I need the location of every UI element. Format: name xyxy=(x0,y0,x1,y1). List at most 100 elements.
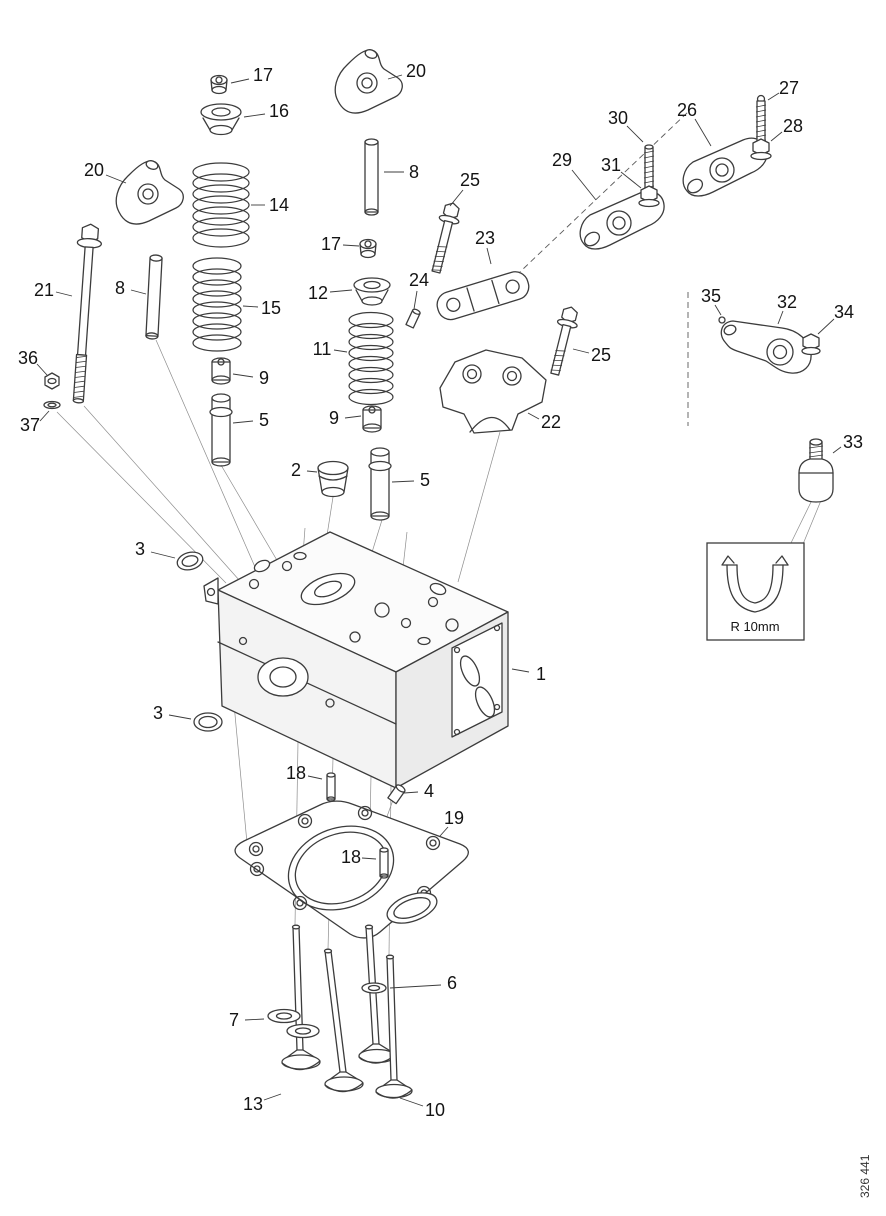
callout-label-18: 18 xyxy=(286,763,306,783)
callout-label-36: 36 xyxy=(18,348,38,368)
valve-stem-seal xyxy=(361,982,387,994)
callout-label-22: 22 xyxy=(541,412,561,432)
detail-radius-label: R 10mm xyxy=(730,619,779,634)
callout-label-9: 9 xyxy=(259,368,269,388)
callout-label-8: 8 xyxy=(409,162,419,182)
spring-seat-sleeve-left xyxy=(211,357,231,385)
leader-line-4 xyxy=(403,791,419,794)
callout-label-9: 9 xyxy=(329,408,339,428)
spring-retainer-top xyxy=(200,103,242,136)
leader-line-21 xyxy=(55,291,73,297)
leader-line-24 xyxy=(413,290,418,310)
leader-line-11 xyxy=(333,349,348,353)
callout-label-11: 11 xyxy=(313,339,332,359)
spacer-rod-left xyxy=(145,254,163,340)
leader-line-3 xyxy=(150,551,176,559)
callout-label-23: 23 xyxy=(475,228,495,248)
callout-label-3: 3 xyxy=(153,703,163,723)
leader-line-17 xyxy=(342,244,360,247)
leader-line-18 xyxy=(307,775,323,780)
cup-plug-upper xyxy=(176,551,204,571)
callout-label-17: 17 xyxy=(253,65,273,85)
callout-label-17: 17 xyxy=(321,234,341,254)
valve-4 xyxy=(375,954,413,1099)
leader-line-25 xyxy=(572,348,590,354)
leader-line-23 xyxy=(486,247,492,265)
leader-line-13 xyxy=(263,1093,282,1101)
pivot-pin xyxy=(718,316,726,324)
spacer-rod-top xyxy=(364,138,379,216)
callout-label-1: 1 xyxy=(536,664,546,684)
leader-line-20 xyxy=(387,74,403,80)
lock-nut-2 xyxy=(750,138,772,161)
valve-collet-top xyxy=(210,74,228,95)
valve-1 xyxy=(281,924,321,1071)
callout-label-34: 34 xyxy=(834,302,854,322)
leader-line-1 xyxy=(511,668,530,673)
dowel-pin-cap xyxy=(405,308,421,329)
valve-collet-mid xyxy=(359,238,377,259)
valve-guide-left xyxy=(209,393,233,467)
callout-label-18: 18 xyxy=(341,847,361,867)
leader-line-18 xyxy=(361,857,377,860)
callout-label-7: 7 xyxy=(229,1010,239,1030)
callout-label-2: 2 xyxy=(291,460,301,480)
leader-line-22 xyxy=(527,412,540,420)
cup-plug-lower xyxy=(193,712,223,732)
callout-label-35: 35 xyxy=(701,286,721,306)
callout-label-20: 20 xyxy=(406,61,426,81)
callout-label-5: 5 xyxy=(420,470,430,490)
flange-bolt-upper xyxy=(431,202,460,274)
leader-line-5 xyxy=(391,480,415,483)
leader-line-36 xyxy=(36,363,48,376)
washer xyxy=(43,400,61,410)
leader-line-6 xyxy=(389,984,442,989)
callout-label-14: 14 xyxy=(269,195,289,215)
leader-line-8 xyxy=(130,289,147,295)
leader-line-9 xyxy=(232,373,254,378)
leader-line-19 xyxy=(439,826,449,837)
callout-label-16: 16 xyxy=(269,101,289,121)
valve-2 xyxy=(323,948,364,1093)
leader-line-31 xyxy=(620,171,642,189)
leader-line-26 xyxy=(694,118,712,147)
callout-label-21: 21 xyxy=(34,280,54,300)
leader-line-15 xyxy=(242,305,259,308)
leader-line-27 xyxy=(767,92,780,101)
callout-label-37: 37 xyxy=(20,415,40,435)
callout-label-25: 25 xyxy=(460,170,480,190)
callout-label-3: 3 xyxy=(135,539,145,559)
callout-label-26: 26 xyxy=(677,100,697,120)
leader-line-10 xyxy=(399,1097,424,1107)
small-plug xyxy=(387,784,406,805)
callout-label-19: 19 xyxy=(444,808,464,828)
leader-line-16 xyxy=(243,113,266,118)
spring-seat-washers xyxy=(267,1008,320,1039)
callout-label-31: 31 xyxy=(601,155,621,175)
leader-line-28 xyxy=(770,131,783,142)
spring-retainer-mid xyxy=(353,277,391,306)
tappet xyxy=(798,438,834,503)
callout-label-27: 27 xyxy=(779,78,799,98)
rocker-pedestal-bracket xyxy=(439,349,547,434)
valve-spring-mid xyxy=(348,311,394,406)
dowel-pin-upper xyxy=(326,772,336,802)
callout-label-24: 24 xyxy=(409,270,429,290)
lock-nut-3 xyxy=(801,333,821,356)
callout-label-5: 5 xyxy=(259,410,269,430)
leader-line-5 xyxy=(232,420,254,424)
spring-seat-sleeve-right xyxy=(362,405,382,433)
leader-line-30 xyxy=(626,125,644,143)
leader-line-25 xyxy=(449,189,464,207)
callout-label-4: 4 xyxy=(424,781,434,801)
adjusting-stud-2 xyxy=(755,94,767,146)
leader-line-34 xyxy=(817,318,835,335)
callout-label-15: 15 xyxy=(261,298,281,318)
leader-line-37 xyxy=(39,410,50,422)
leader-line-7 xyxy=(244,1018,265,1021)
figure-number: 326 441 xyxy=(858,1154,872,1198)
detail-box: R 10mm xyxy=(706,542,805,641)
callout-label-13: 13 xyxy=(243,1094,263,1114)
